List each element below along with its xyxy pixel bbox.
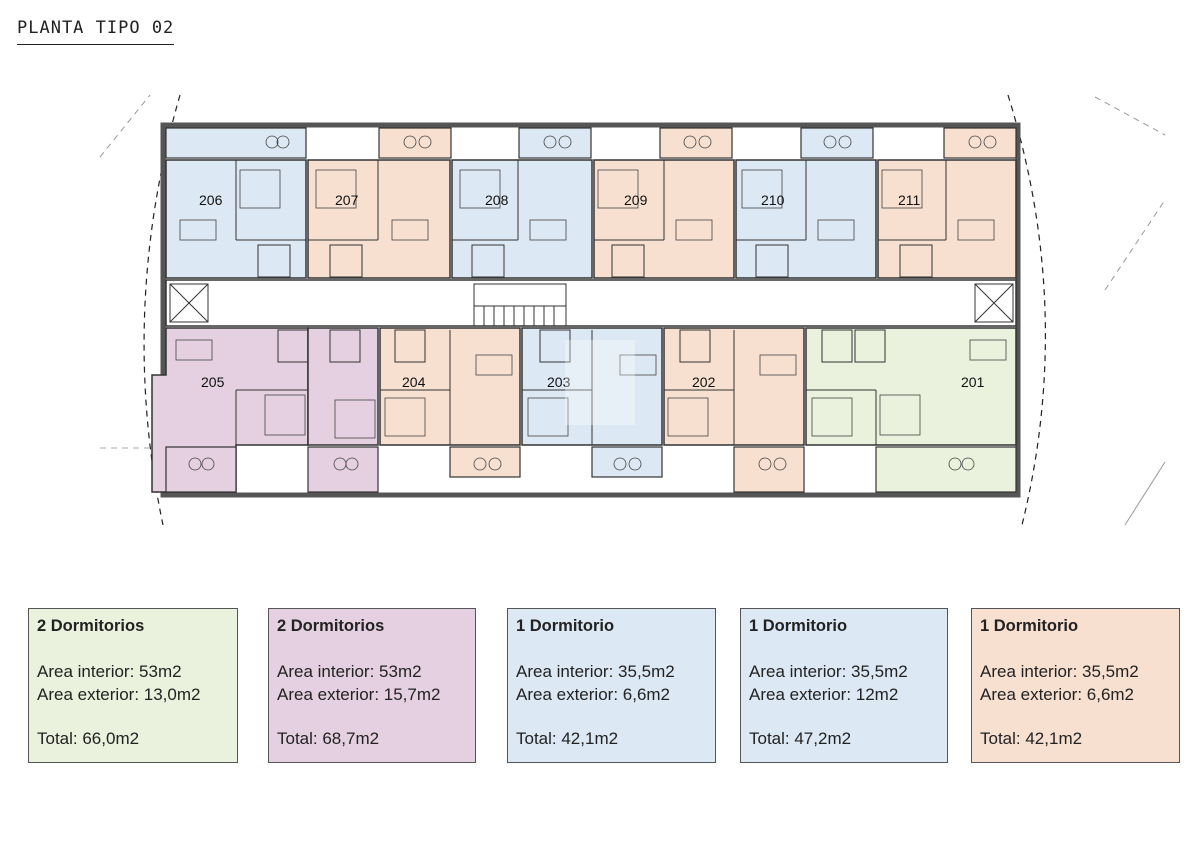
unit-label-208: 208 (485, 192, 509, 208)
legend-exterior: Area exterior: 13,0m2 (37, 685, 201, 704)
legend-total: Total: 47,2m2 (749, 729, 852, 748)
legend-total: Total: 42,1m2 (980, 729, 1083, 748)
setback-line (1104, 199, 1166, 291)
unit-label-205: 205 (201, 374, 225, 390)
legend-total: Total: 66,0m2 (37, 729, 140, 748)
shaft-left (169, 283, 209, 323)
legend-exterior: Area exterior: 6,6m2 (980, 685, 1135, 704)
plan-title: PLANTA TIPO 02 (17, 18, 175, 45)
legend-total: Total: 68,7m2 (277, 729, 380, 748)
legend-card-1dorm-orange: 1 Dormitorio Area interior: 35,5m2 Area … (971, 608, 1180, 763)
setback-line (99, 94, 151, 158)
unit-label-203: 203 (547, 374, 571, 390)
site-boundary-right (1007, 94, 1046, 526)
unit-label-202: 202 (692, 374, 716, 390)
legend-title: 1 Dormitorio (980, 617, 1079, 635)
legend-interior: Area interior: 35,5m2 (516, 662, 675, 681)
legend-card-1dorm-blue-b: 1 Dormitorio Area interior: 35,5m2 Area … (740, 608, 948, 763)
legend-interior: Area interior: 35,5m2 (749, 662, 908, 681)
legend-exterior: Area exterior: 6,6m2 (516, 685, 671, 704)
legend-exterior: Area exterior: 15,7m2 (277, 685, 441, 704)
building-outline (160, 122, 1021, 498)
staircase (473, 283, 567, 327)
unit-label-211: 211 (898, 192, 921, 208)
legend-title: 1 Dormitorio (516, 617, 615, 635)
floor-plan: 206 207 208 209 210 211 205 204 203 202 … (99, 94, 1166, 526)
legend-interior: Area interior: 53m2 (37, 662, 182, 681)
unit-label-206: 206 (199, 192, 223, 208)
apartment-211 (877, 159, 1017, 279)
unit-label-204: 204 (402, 374, 426, 390)
unit-label-210: 210 (761, 192, 785, 208)
shaft-right (974, 283, 1014, 323)
legend-interior: Area interior: 35,5m2 (980, 662, 1139, 681)
legend-card-2dorm-green: 2 Dormitorios Area interior: 53m2 Area e… (28, 608, 238, 763)
legend-title: 2 Dormitorios (37, 617, 145, 635)
setback-line (1094, 96, 1166, 136)
legend-title: 1 Dormitorio (749, 617, 848, 635)
legend-card-1dorm-blue-a: 1 Dormitorio Area interior: 35,5m2 Area … (507, 608, 716, 763)
setback-line (1124, 461, 1166, 526)
apartment-205b (307, 327, 379, 446)
top-apartments (165, 159, 1017, 279)
legend-exterior: Area exterior: 12m2 (749, 685, 899, 704)
watermark-logo (565, 340, 635, 425)
legend-total: Total: 42,1m2 (516, 729, 619, 748)
corridor (165, 279, 1017, 327)
legend-title: 2 Dormitorios (277, 617, 385, 635)
apartment-207 (307, 159, 451, 279)
legend-interior: Area interior: 53m2 (277, 662, 422, 681)
apartment-201 (805, 327, 1017, 446)
top-balconies (165, 127, 1017, 159)
unit-label-209: 209 (624, 192, 648, 208)
bottom-balconies (165, 446, 1017, 493)
legend-card-2dorm-purple: 2 Dormitorios Area interior: 53m2 Area e… (268, 608, 476, 763)
unit-label-201: 201 (961, 374, 985, 390)
apartment-208 (451, 159, 593, 279)
unit-label-207: 207 (335, 192, 359, 208)
